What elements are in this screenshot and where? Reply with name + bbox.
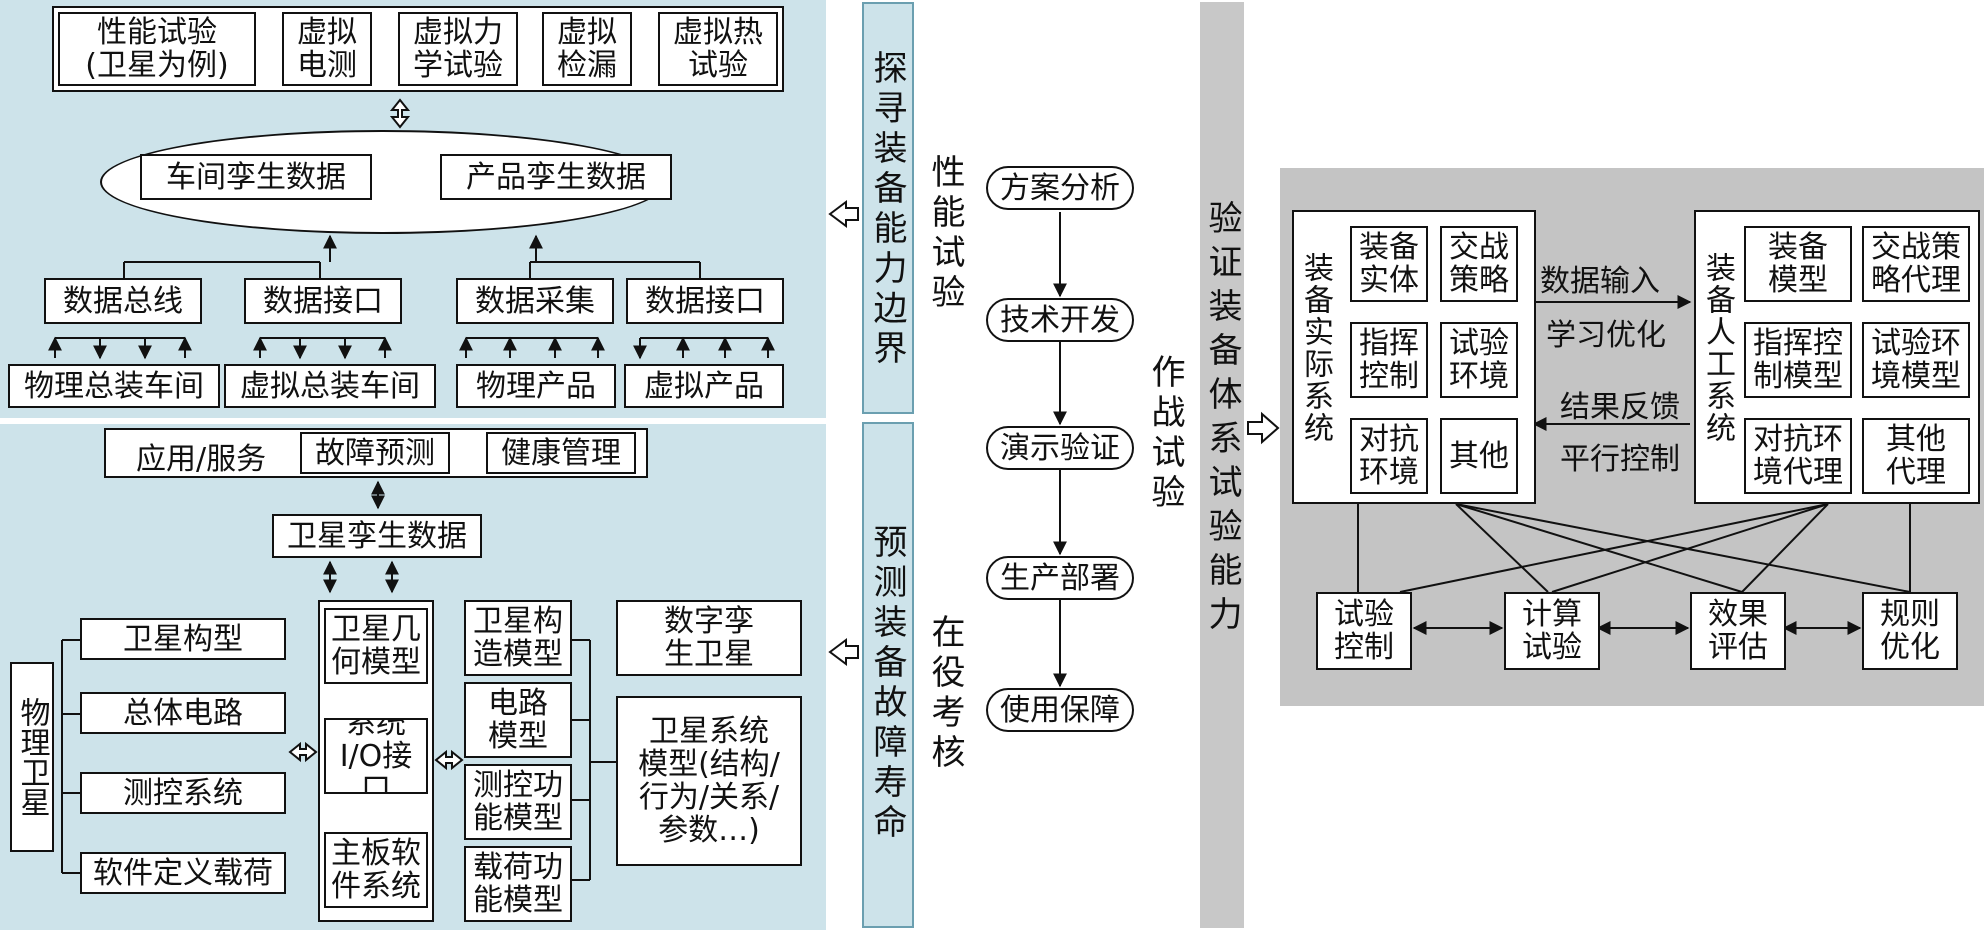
banner-arrow-upper bbox=[828, 200, 859, 228]
data-interface-box-2: 数据接口 bbox=[626, 278, 784, 324]
virtual-thermal-box: 虚拟热 试验 bbox=[658, 12, 778, 86]
physical-workshop-box: 物理总装车间 bbox=[8, 364, 220, 408]
physical-product-box: 物理产品 bbox=[456, 364, 616, 408]
performance-test-box: 性能试验 (卫星为例) bbox=[58, 12, 256, 86]
product-twin-data: 产品孪生数据 bbox=[440, 154, 672, 200]
satellite-config-box: 卫星构型 bbox=[80, 618, 286, 660]
result-feedback-label: 结果反馈 bbox=[1560, 390, 1680, 425]
overall-circuit-box: 总体电路 bbox=[80, 692, 286, 734]
software-payload-box: 软件定义载荷 bbox=[80, 852, 286, 894]
artificial-system-title: 装备人工系统 bbox=[1700, 252, 1735, 444]
grey-bar-text: 验证装备体系试验能力 bbox=[1202, 200, 1242, 640]
command-model-box: 指挥控 制模型 bbox=[1744, 322, 1852, 398]
adversarial-agent-box: 对抗环 境代理 bbox=[1744, 418, 1852, 494]
virtual-leak-box: 虚拟 检漏 bbox=[542, 12, 632, 86]
strategy-agent-box: 交战策 略代理 bbox=[1862, 226, 1970, 302]
test-control-box: 试验 控制 bbox=[1316, 592, 1412, 670]
test-env-model-box: 试验环 境模型 bbox=[1862, 322, 1970, 398]
effect-evaluation-box: 效果 评估 bbox=[1690, 592, 1786, 670]
learning-opt-label: 学习优化 bbox=[1546, 318, 1666, 353]
flow-tech-development: 技术开发 bbox=[986, 298, 1134, 342]
computational-test-box: 计算 试验 bbox=[1504, 592, 1600, 670]
other-box: 其他 bbox=[1440, 418, 1518, 494]
rule-optimization-box: 规则 优化 bbox=[1862, 592, 1958, 670]
lower-banner-text: 预测装备故障寿命 bbox=[867, 524, 907, 844]
data-collection-box: 数据采集 bbox=[456, 278, 614, 324]
equipment-entity-box: 装备 实体 bbox=[1350, 226, 1428, 302]
satellite-system-model-box: 卫星系统 模型(结构/ 行为/关系/ 参数…) bbox=[616, 696, 802, 866]
virtual-workshop-box: 虚拟总装车间 bbox=[224, 364, 436, 408]
fault-prediction-box: 故障预测 bbox=[300, 432, 450, 474]
health-management-box: 健康管理 bbox=[486, 432, 636, 474]
upper-banner bbox=[862, 2, 914, 414]
payload-function-model-box: 载荷功 能模型 bbox=[464, 846, 572, 922]
command-control-box: 指挥 控制 bbox=[1350, 322, 1428, 398]
geometry-model-box: 卫星几 何模型 bbox=[324, 608, 428, 684]
other-agent-box: 其他 代理 bbox=[1862, 418, 1970, 494]
combat-side-label: 作战试验 bbox=[1145, 354, 1185, 514]
flow-scheme-analysis: 方案分析 bbox=[986, 166, 1134, 210]
performance-side-label: 性能试验 bbox=[925, 154, 965, 314]
flow-usage-support: 使用保障 bbox=[986, 688, 1134, 732]
parallel-control-label: 平行控制 bbox=[1560, 442, 1680, 477]
io-interface-box: 系统 I/O接口 bbox=[324, 718, 428, 794]
flow-demo-validation: 演示验证 bbox=[986, 426, 1134, 470]
engagement-strategy-box: 交战 策略 bbox=[1440, 226, 1518, 302]
circuit-model-box: 电路 模型 bbox=[464, 682, 572, 758]
upper-banner-text: 探寻装备能力边界 bbox=[867, 50, 907, 370]
flow-production-deploy: 生产部署 bbox=[986, 556, 1134, 600]
data-input-label: 数据输入 bbox=[1540, 264, 1660, 299]
mainboard-software-box: 主板软 件系统 bbox=[324, 832, 428, 908]
data-bus-box: 数据总线 bbox=[44, 278, 202, 324]
banner-arrow-lower bbox=[828, 638, 859, 666]
test-environment-box: 试验 环境 bbox=[1440, 322, 1518, 398]
structure-model-box: 卫星构 造模型 bbox=[464, 600, 572, 676]
tt-function-model-box: 测控功 能模型 bbox=[464, 764, 572, 840]
equipment-model-box: 装备 模型 bbox=[1744, 226, 1852, 302]
workshop-twin-data: 车间孪生数据 bbox=[140, 154, 372, 200]
physical-satellite-box: 物理卫星 bbox=[10, 662, 54, 852]
digital-twin-satellite-box: 数字孪 生卫星 bbox=[616, 600, 802, 676]
virtual-electrical-box: 虚拟 电测 bbox=[282, 12, 372, 86]
service-side-label: 在役考核 bbox=[925, 614, 965, 774]
lower-banner bbox=[862, 422, 914, 928]
satellite-twin-data: 卫星孪生数据 bbox=[272, 514, 482, 558]
tt-control-system-box: 测控系统 bbox=[80, 772, 286, 814]
data-interface-box-1: 数据接口 bbox=[244, 278, 402, 324]
virtual-product-box: 虚拟产品 bbox=[624, 364, 784, 408]
adversarial-env-box: 对抗 环境 bbox=[1350, 418, 1428, 494]
actual-system-title: 装备实际系统 bbox=[1298, 252, 1333, 444]
grey-bar bbox=[1200, 2, 1244, 928]
grey-bar-arrow bbox=[1247, 411, 1280, 445]
virtual-mechanical-box: 虚拟力 学试验 bbox=[398, 12, 518, 86]
app-service-label: 应用/服务 bbox=[136, 442, 267, 477]
